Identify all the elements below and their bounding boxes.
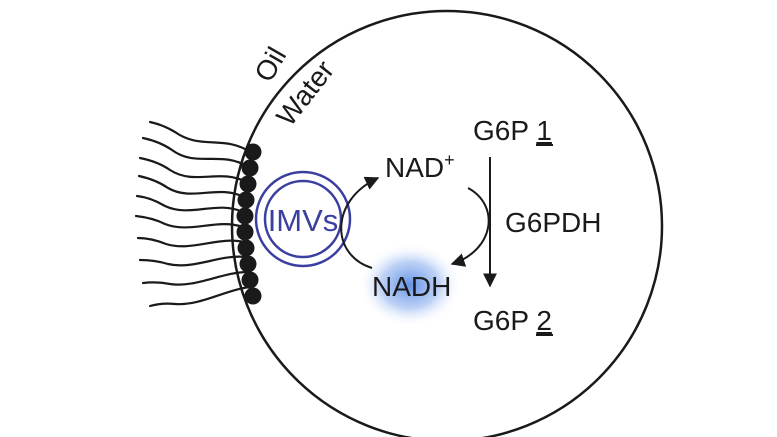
g6pdh-reduction-arrow — [450, 187, 490, 267]
g6p-1-label: G6P 1 — [473, 115, 552, 146]
imv-inner-membrane — [263, 179, 343, 259]
nad-plus-label: NAD+ — [385, 150, 455, 183]
surfactant-heads — [236, 143, 262, 305]
g6p-2-label: G6P 2 — [473, 305, 552, 336]
surfactant-tails — [134, 120, 252, 308]
imv-outer-membrane — [254, 170, 352, 268]
nadh-label: NADH — [372, 271, 451, 302]
imvs-label: IMVs — [268, 203, 339, 238]
droplet-boundary — [230, 9, 664, 437]
imv-oxidation-arrow — [340, 176, 380, 269]
oil-label: Oil — [248, 42, 292, 87]
nadh-fluorescence-glow — [358, 243, 462, 327]
g6pdh-label: G6PDH — [505, 207, 601, 238]
